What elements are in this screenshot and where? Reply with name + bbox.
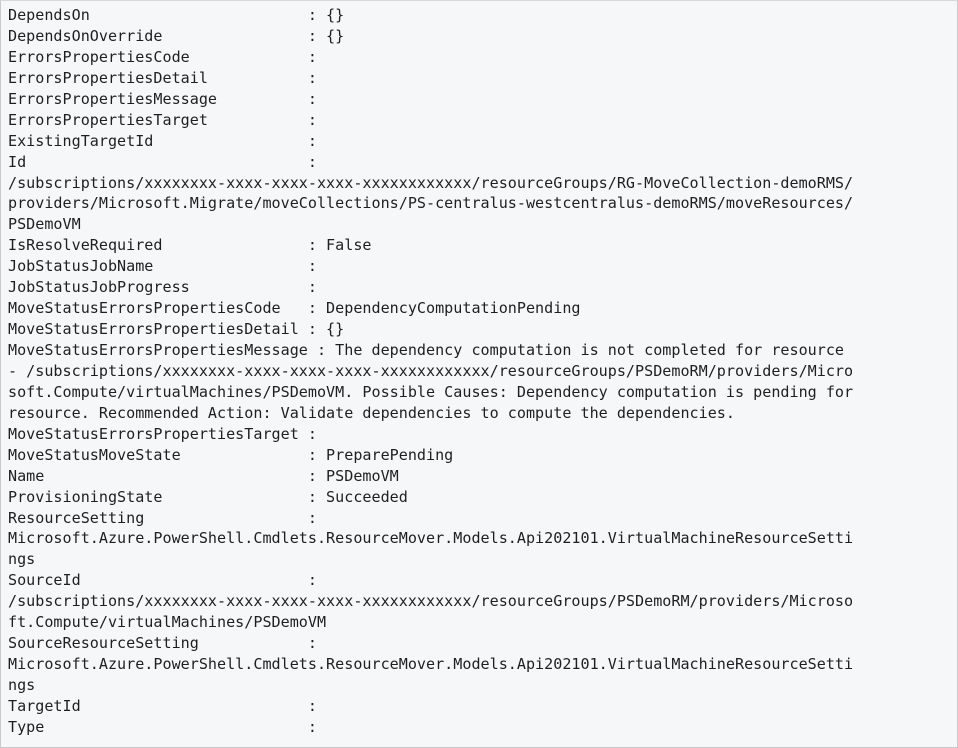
console-output-line: MoveStatusErrorsPropertiesDetail : {} [8, 320, 345, 339]
console-output-line: Name : PSDemoVM [8, 466, 399, 485]
console-output-line: MoveStatusMoveState : PreparePending [8, 445, 454, 464]
console-output-line: ProvisioningState : Succeeded [8, 487, 408, 506]
console-output-line: IsResolveRequired : False [8, 236, 372, 255]
console-output-line: /subscriptions/xxxxxxxx-xxxx-xxxx-xxxx-x… [8, 173, 854, 192]
console-output-line: providers/Microsoft.Migrate/moveCollecti… [8, 194, 854, 213]
console-output-line: ErrorsPropertiesDetail : [8, 68, 317, 87]
console-output-line: DependsOn : {} [8, 6, 345, 24]
console-output-text: DependsOn : {} DependsOnOverride : {} Erro… [8, 5, 957, 738]
console-output-line: MoveStatusErrorsPropertiesCode : Depende… [8, 299, 581, 318]
console-output-line: ngs [8, 676, 36, 694]
console-output-line: - /subscriptions/xxxxxxxx-xxxx-xxxx-xxxx… [8, 361, 854, 380]
console-output-line: Microsoft.Azure.PowerShell.Cmdlets.Resou… [8, 529, 854, 548]
console-output-line: ResourceSetting : [8, 508, 317, 527]
console-output-line: SourceId : [8, 571, 317, 590]
console-output-line: TargetId : [8, 696, 317, 715]
console-output-line: ft.Compute/virtualMachines/PSDemoVM [8, 613, 327, 632]
console-output-line: JobStatusJobProgress : [8, 278, 317, 297]
console-output-line: ErrorsPropertiesTarget : [8, 110, 317, 129]
console-output-line: soft.Compute/virtualMachines/PSDemoVM. P… [8, 382, 854, 401]
console-output-line: ngs [8, 550, 36, 569]
console-output-line: ErrorsPropertiesCode : [8, 47, 317, 66]
console-output-line: Type : [8, 717, 317, 736]
console-output-line: MoveStatusErrorsPropertiesMessage : The … [8, 341, 845, 359]
console-output-line: JobStatusJobName : [8, 257, 317, 276]
console-output-line: ExistingTargetId : [8, 131, 317, 150]
console-output-line: MoveStatusErrorsPropertiesTarget : [8, 424, 317, 443]
console-output-line: ErrorsPropertiesMessage : [8, 89, 317, 108]
console-output-line: PSDemoVM [8, 215, 81, 234]
console-output-line: SourceResourceSetting : [8, 634, 317, 653]
console-output-line: Id : [8, 152, 317, 171]
console-output-line: DependsOnOverride : {} [8, 26, 345, 45]
console-output-line: Microsoft.Azure.PowerShell.Cmdlets.Resou… [8, 655, 854, 674]
console-output-line: /subscriptions/xxxxxxxx-xxxx-xxxx-xxxx-x… [8, 592, 854, 611]
console-output-line: resource. Recommended Action: Validate d… [8, 403, 735, 422]
